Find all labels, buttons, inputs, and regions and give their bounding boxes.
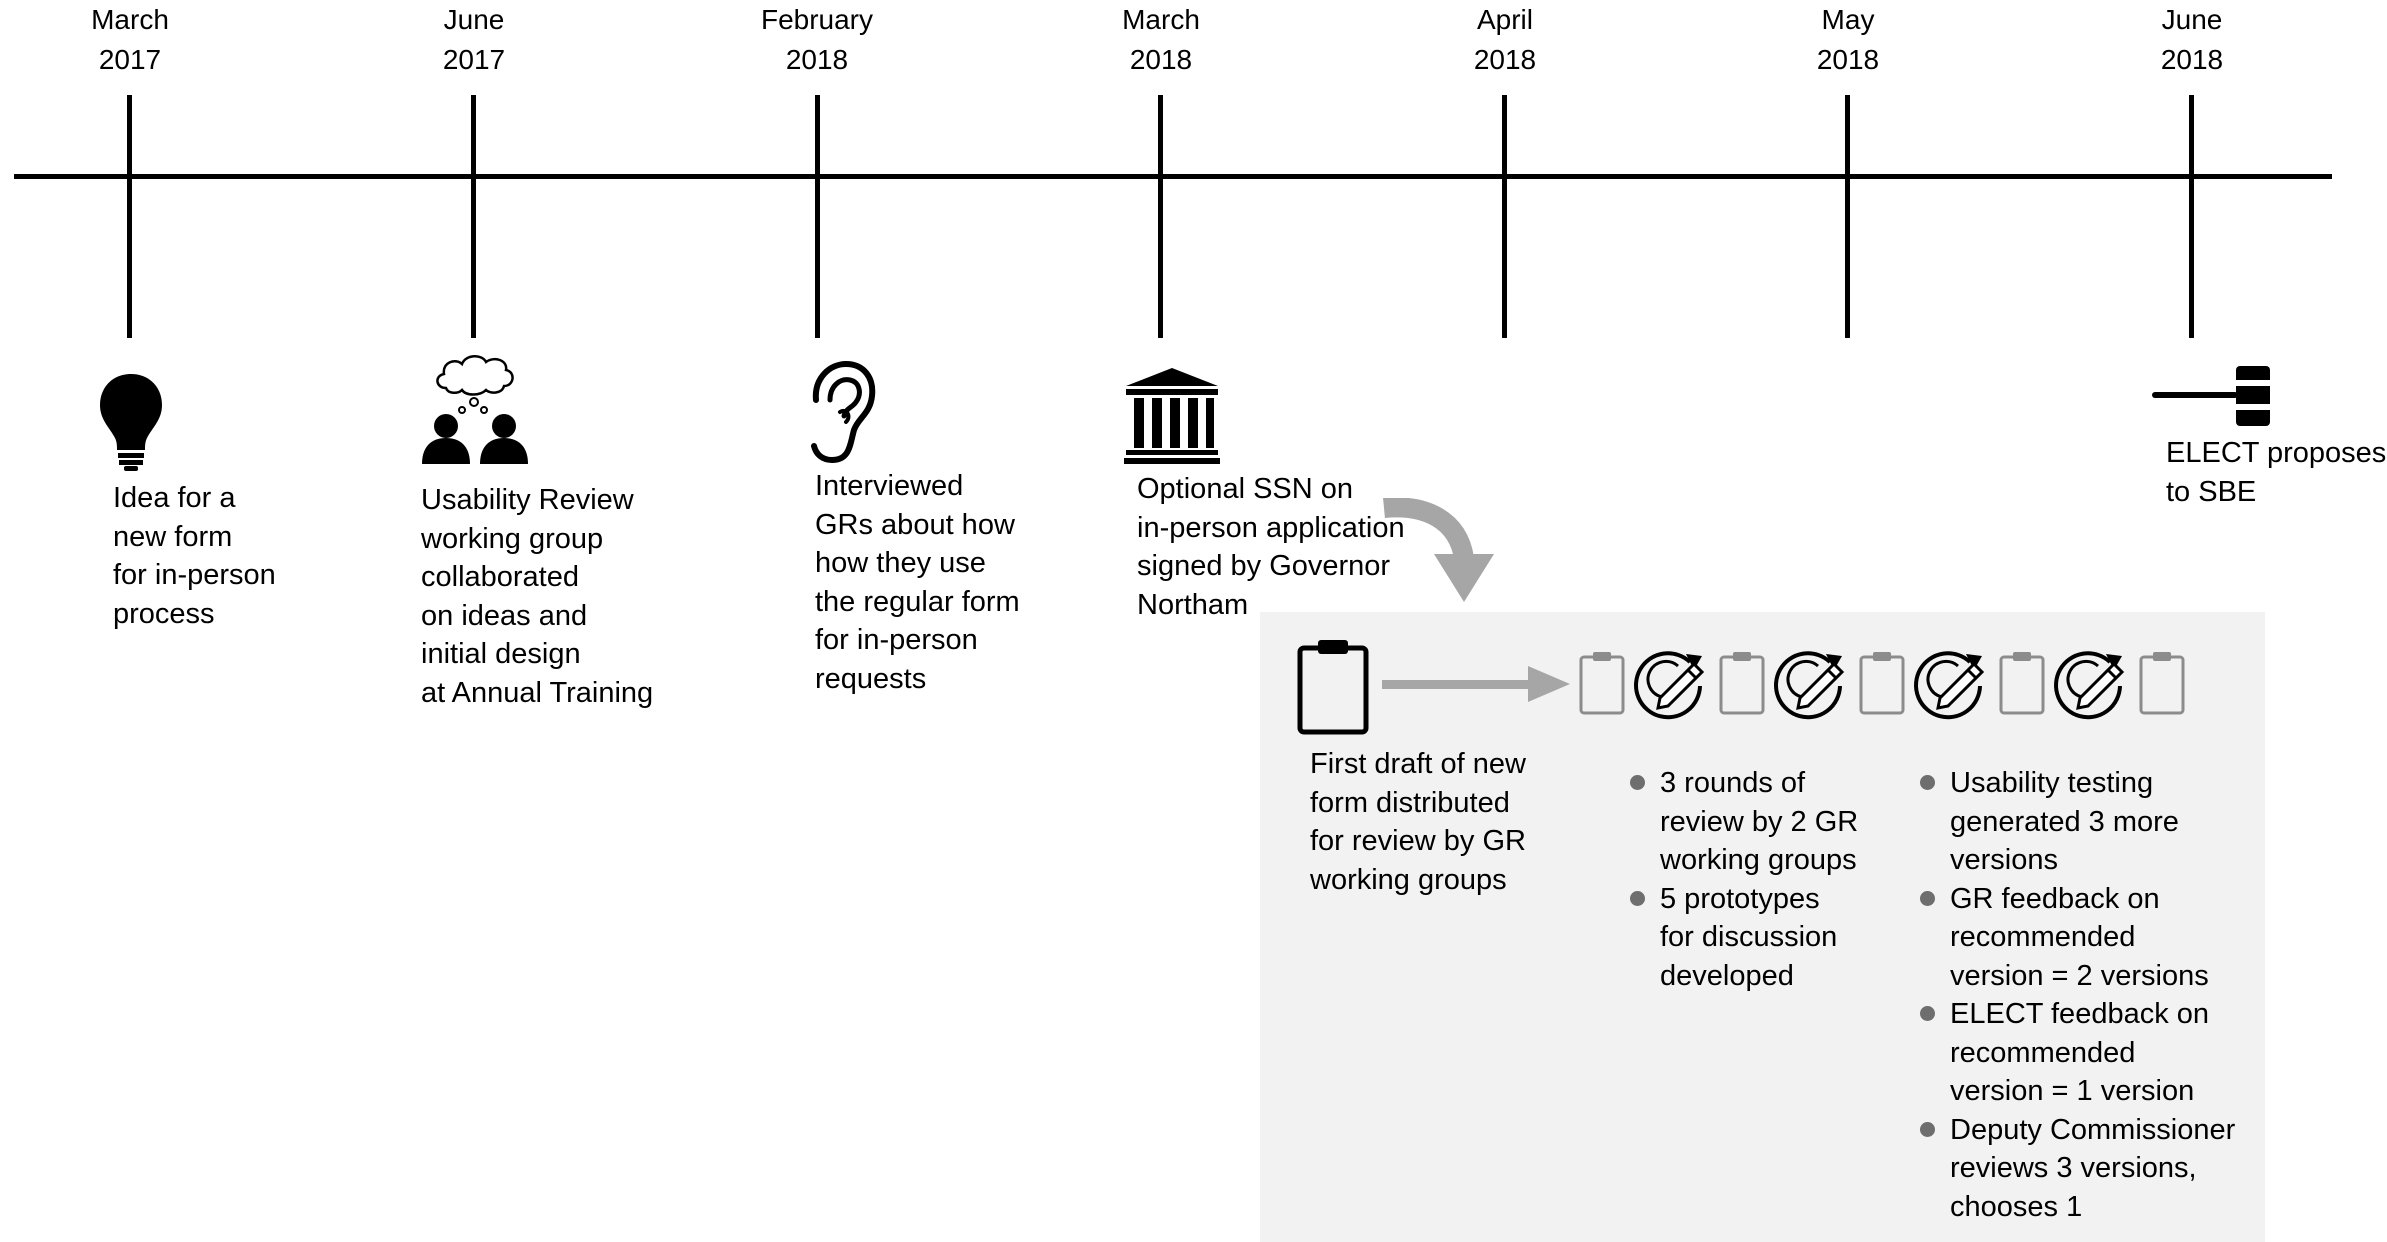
list-item: Usability testing generated 3 more versi…	[1920, 764, 2235, 880]
people-thought-cloud-icon	[422, 355, 528, 464]
event-description-elect-proposes: ELECT proposes to SBE	[2166, 437, 2387, 508]
testing-feedback-list: Usability testing generated 3 more versi…	[1920, 764, 2235, 1226]
timeline-tick	[471, 95, 476, 338]
clipboard-icon	[2139, 652, 2185, 715]
timeline-tick	[1845, 95, 1850, 338]
event-description-interviews: Interviewed GRs about how how they use t…	[815, 470, 1020, 695]
timeline-tick	[2189, 95, 2194, 338]
first-draft-description: First draft of new form distributed for …	[1310, 748, 1526, 896]
revise-icon	[1914, 651, 1985, 720]
straight-arrow-icon	[1382, 666, 1570, 702]
list-item: ELECT feedback on recommended version = …	[1920, 995, 2235, 1111]
event-description-usability-review: Usability Review working group collabora…	[421, 484, 654, 709]
ear-icon	[811, 360, 876, 464]
list-item: GR feedback on recommended version = 2 v…	[1920, 880, 2235, 996]
event-description-idea: Idea for a new form for in-person proces…	[113, 482, 276, 630]
lightbulb-icon	[100, 374, 162, 471]
timeline-tick	[127, 95, 132, 338]
timeline-tick	[1502, 95, 1507, 338]
clipboard-icon	[1859, 652, 1905, 715]
clipboard-icon	[1719, 652, 1765, 715]
event-description-optional-ssn: Optional SSN on in-person application si…	[1137, 473, 1405, 621]
list-item: 3 rounds of review by 2 GR working group…	[1630, 764, 1858, 880]
timeline-axis	[14, 174, 2332, 179]
first-draft-clipboard-icon	[1297, 640, 1369, 735]
clipboard-icon	[1999, 652, 2045, 715]
revise-icon	[2054, 651, 2125, 720]
timeline-tick	[815, 95, 820, 338]
curved-arrow-icon	[1383, 498, 1494, 602]
revise-icon	[1634, 651, 1705, 720]
gavel-icon	[2152, 366, 2275, 426]
revise-icon	[1774, 651, 1845, 720]
list-item: 5 prototypes for discussion developed	[1630, 880, 1858, 996]
government-building-icon	[1124, 368, 1220, 464]
timeline-tick	[1158, 95, 1163, 338]
review-rounds-list: 3 rounds of review by 2 GR working group…	[1630, 764, 1858, 995]
list-item: Deputy Commissioner reviews 3 versions, …	[1920, 1111, 2235, 1227]
clipboard-icon	[1579, 652, 1625, 715]
